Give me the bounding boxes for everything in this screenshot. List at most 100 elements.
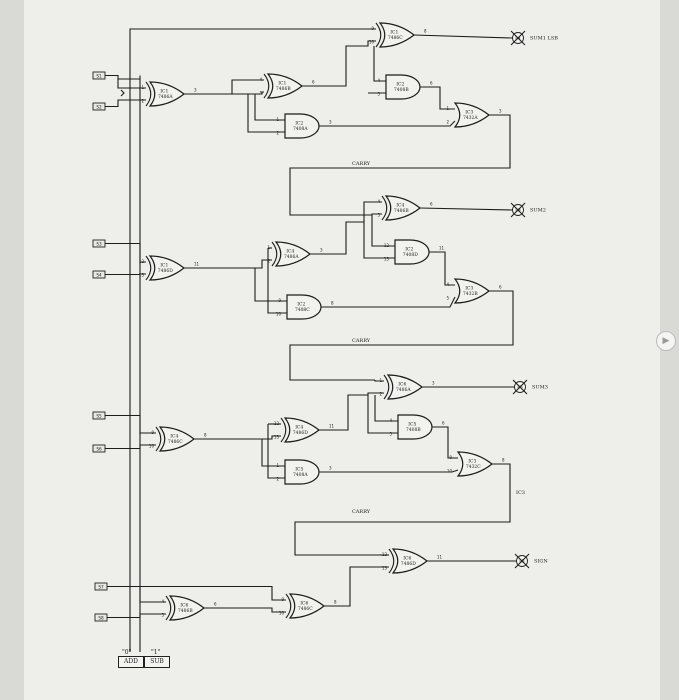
- gate-pin-label: 1: [267, 245, 270, 250]
- carry-label: CARRY: [352, 509, 371, 515]
- wire: [413, 34, 513, 39]
- gate-pin-label: 13: [274, 435, 280, 440]
- gate-pin-label: 8: [502, 458, 505, 463]
- gate-part-label: 7486B: [178, 608, 193, 614]
- led-id: L4: [515, 36, 520, 42]
- gate-ic-label: IC4: [286, 249, 294, 255]
- xor-gate-arc: [383, 374, 390, 400]
- gate-part-label: 7432C: [466, 464, 481, 470]
- input-switch: S8: [94, 613, 108, 622]
- gate-part-label: 7486D: [158, 268, 173, 274]
- gate-pin-label: 6: [499, 285, 502, 290]
- wire: [194, 435, 281, 440]
- xor-gate-arc: [285, 593, 292, 619]
- led-ray: [510, 30, 526, 46]
- gate-ic-label: IC3: [465, 110, 473, 116]
- xor-gate-arc: [145, 255, 152, 281]
- input-switch: S3: [92, 239, 106, 248]
- add-button[interactable]: ADD: [118, 656, 144, 668]
- or-gate-body: [456, 451, 493, 477]
- switch-label: S1: [96, 74, 102, 79]
- gate-pin-label: 3: [320, 248, 323, 253]
- gate-pin-label: 4: [259, 77, 262, 82]
- switch-label: S2: [96, 105, 102, 110]
- switch-label: S5: [96, 414, 102, 419]
- wire: [289, 114, 511, 216]
- sub-button[interactable]: SUB: [144, 656, 170, 668]
- xor-gate-body: [384, 195, 421, 221]
- gate-ic-label: IC2: [297, 302, 305, 308]
- led-label: SUM1 LSB: [530, 36, 558, 42]
- switch-label: S7: [98, 585, 104, 590]
- next-page-button[interactable]: ▶: [656, 331, 676, 351]
- xor-gate-body: [266, 73, 303, 99]
- wire: [319, 120, 456, 127]
- gate-part-label: 7408D: [403, 252, 418, 258]
- gate-part-label: 7486B: [276, 86, 291, 92]
- gate-pin-label: 1: [141, 85, 144, 90]
- gate-pin-label: 13: [139, 273, 145, 278]
- switch-label: S8: [98, 616, 104, 621]
- gate-pin-label: 10: [447, 469, 453, 474]
- gate-ic-label: IC5: [408, 422, 416, 428]
- gate-ic-label: IC1: [160, 263, 168, 269]
- gate-pin-label: 1: [379, 378, 382, 383]
- input-switch: S2: [92, 102, 106, 111]
- gate-pin-label: 8: [424, 29, 427, 34]
- wire: [371, 215, 395, 247]
- input-switch: S6: [92, 444, 106, 453]
- wire: [267, 248, 287, 314]
- gate-pin-label: 8: [331, 301, 334, 306]
- switch-box: [92, 270, 106, 279]
- gate-ic-label: IC3: [465, 286, 473, 292]
- xor-gate-body: [386, 374, 423, 400]
- wire: [432, 426, 458, 459]
- gate-pin-label: 3: [329, 120, 332, 125]
- gate-pin-label: 11: [329, 424, 335, 429]
- carry-label: CARRY: [352, 338, 371, 344]
- gate-part-label: 7408A: [293, 126, 308, 132]
- zero-label: "0": [122, 649, 132, 656]
- switch-label: S4: [96, 273, 102, 278]
- gate-ic-label: IC1: [278, 81, 286, 87]
- gate-pin-label: 12: [382, 552, 388, 557]
- ic3-label: IC3: [516, 490, 525, 496]
- wire: [374, 395, 398, 422]
- cursor-marker: [120, 89, 125, 97]
- gate-pin-label: 13: [382, 566, 388, 571]
- xor-gate-body: [148, 255, 185, 281]
- gate-pin-label: 9: [449, 455, 452, 460]
- gate-pin-label: 2: [267, 259, 270, 264]
- wire: [367, 395, 398, 434]
- or-gate-body: [453, 278, 490, 304]
- gate-part-label: 7408A: [293, 472, 308, 478]
- led-indicator: L4 SUM1 LSB: [510, 30, 558, 46]
- gate-part-label: 7432A: [463, 115, 478, 121]
- switch-box: [94, 613, 108, 622]
- switch-box: [92, 239, 106, 248]
- gate-pin-label: 10: [369, 40, 375, 45]
- gate-part-label: 7408B: [394, 87, 409, 93]
- switch-box: [92, 102, 106, 111]
- gate-pin-label: 3: [194, 88, 197, 93]
- and-gate-body: [385, 74, 421, 100]
- and-gate-body: [284, 113, 320, 139]
- wire: [419, 207, 513, 211]
- xor-gate-arc: [155, 426, 162, 452]
- gate-pin-label: 11: [437, 555, 443, 560]
- gate-pin-label: 1: [276, 463, 279, 468]
- and-gate-body: [286, 294, 322, 320]
- add-sub-control: "0" "1" ADD SUB: [118, 649, 174, 668]
- wire: [310, 201, 382, 255]
- gate-pin-label: 10: [279, 611, 285, 616]
- gate-pin-label: 9: [278, 298, 281, 303]
- xor-gate-arc: [145, 81, 152, 107]
- led-ray: [514, 553, 530, 569]
